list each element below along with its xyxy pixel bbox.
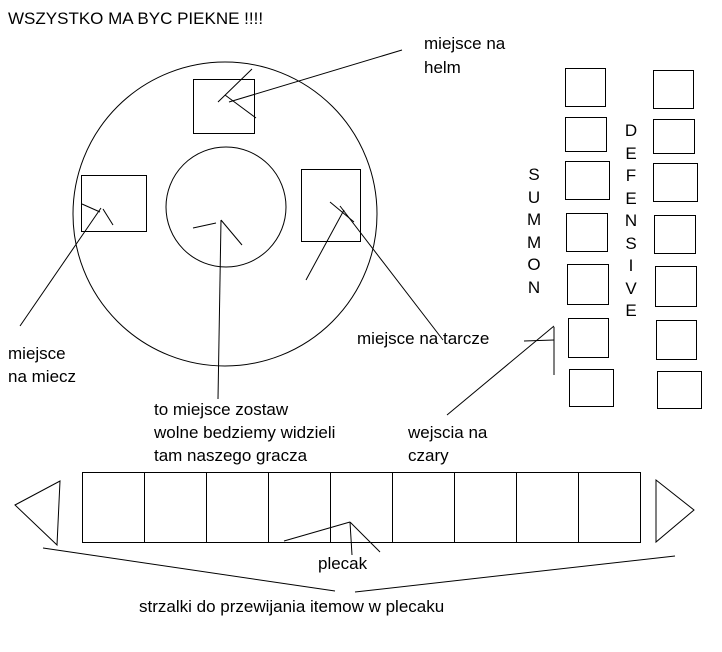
summon-spell-slot[interactable] [565, 68, 606, 107]
summon-spell-slot[interactable] [567, 264, 609, 305]
defensive-letter: I [628, 256, 634, 275]
arrows-label: strzalki do przewijania itemow w plecaku [139, 597, 445, 616]
shield-label: miejsce na tarcze [357, 329, 490, 348]
backpack-slot[interactable] [268, 472, 331, 543]
spells-pointer [446, 325, 555, 416]
defensive-spell-slot[interactable] [657, 371, 702, 409]
backpack-slot[interactable] [330, 472, 393, 543]
sword-label-line2: na miecz [8, 367, 77, 386]
player-pointer [192, 219, 243, 400]
defensive-spell-slot[interactable] [653, 163, 698, 202]
sword-label-line1: miejsce [8, 344, 66, 363]
backpack-pointer [283, 521, 381, 556]
scroll-left-arrow-icon[interactable] [14, 480, 61, 547]
backpack-slot[interactable] [82, 472, 145, 543]
defensive-spell-slot[interactable] [655, 266, 697, 307]
defensive-letter: S [625, 233, 637, 253]
defensive-slots [653, 70, 702, 409]
defensive-letter: D [624, 121, 638, 140]
summon-slots [565, 68, 614, 407]
defensive-spell-slot[interactable] [653, 70, 694, 109]
summon-letter: M [527, 210, 542, 229]
defensive-spell-slot[interactable] [654, 215, 696, 254]
helm-label-line1: miejsce na [424, 34, 506, 53]
summon-spell-slot[interactable] [566, 213, 608, 252]
helm-pointer [217, 49, 403, 119]
backpack-slot[interactable] [392, 472, 455, 543]
player-area [165, 146, 287, 268]
page-title: WSZYSTKO MA BYC PIEKNE !!!! [8, 9, 264, 28]
defensive-letter: E [625, 143, 637, 163]
summon-letter: U [527, 187, 541, 207]
equipment-ring [72, 61, 378, 367]
helm-label-line2: helm [424, 58, 461, 77]
backpack-slot[interactable] [454, 472, 517, 543]
summon-letter: M [527, 232, 542, 252]
helm-slot[interactable] [193, 79, 255, 134]
summon-spell-slot[interactable] [568, 318, 609, 358]
shield-pointer [305, 201, 444, 341]
summon-spell-slot[interactable] [565, 161, 610, 200]
arrows-pointer [42, 547, 676, 593]
player-label-line2: wolne bedziemy widzieli [154, 423, 336, 442]
summon-letter: O [527, 255, 541, 274]
defensive-letter: E [625, 301, 637, 320]
backpack-slot[interactable] [578, 472, 641, 543]
player-label-line3: tam naszego gracza [154, 446, 308, 465]
sword-slot[interactable] [81, 175, 147, 232]
backpack-slots [82, 472, 641, 543]
shield-slot[interactable] [301, 169, 361, 242]
player-label-line1: to miejsce zostaw [154, 400, 289, 419]
spells-label-line1: wejscia na [408, 423, 488, 442]
defensive-letter: V [625, 278, 637, 298]
sword-pointer [19, 203, 114, 327]
backpack-label: plecak [318, 554, 368, 573]
defensive-spell-slot[interactable] [653, 119, 695, 154]
spells-label-line2: czary [408, 446, 449, 465]
scroll-right-arrow-icon[interactable] [655, 478, 695, 544]
backpack-slot[interactable] [144, 472, 207, 543]
defensive-letter: N [624, 211, 638, 230]
backpack-slot[interactable] [516, 472, 579, 543]
defensive-letter: F [625, 166, 637, 185]
summon-letter: S [528, 165, 540, 184]
backpack-slot[interactable] [206, 472, 269, 543]
defensive-letter: E [625, 188, 637, 208]
summon-spell-slot[interactable] [569, 369, 614, 407]
defensive-spell-slot[interactable] [656, 320, 697, 360]
summon-letter: N [527, 277, 541, 297]
summon-spell-slot[interactable] [565, 117, 607, 152]
